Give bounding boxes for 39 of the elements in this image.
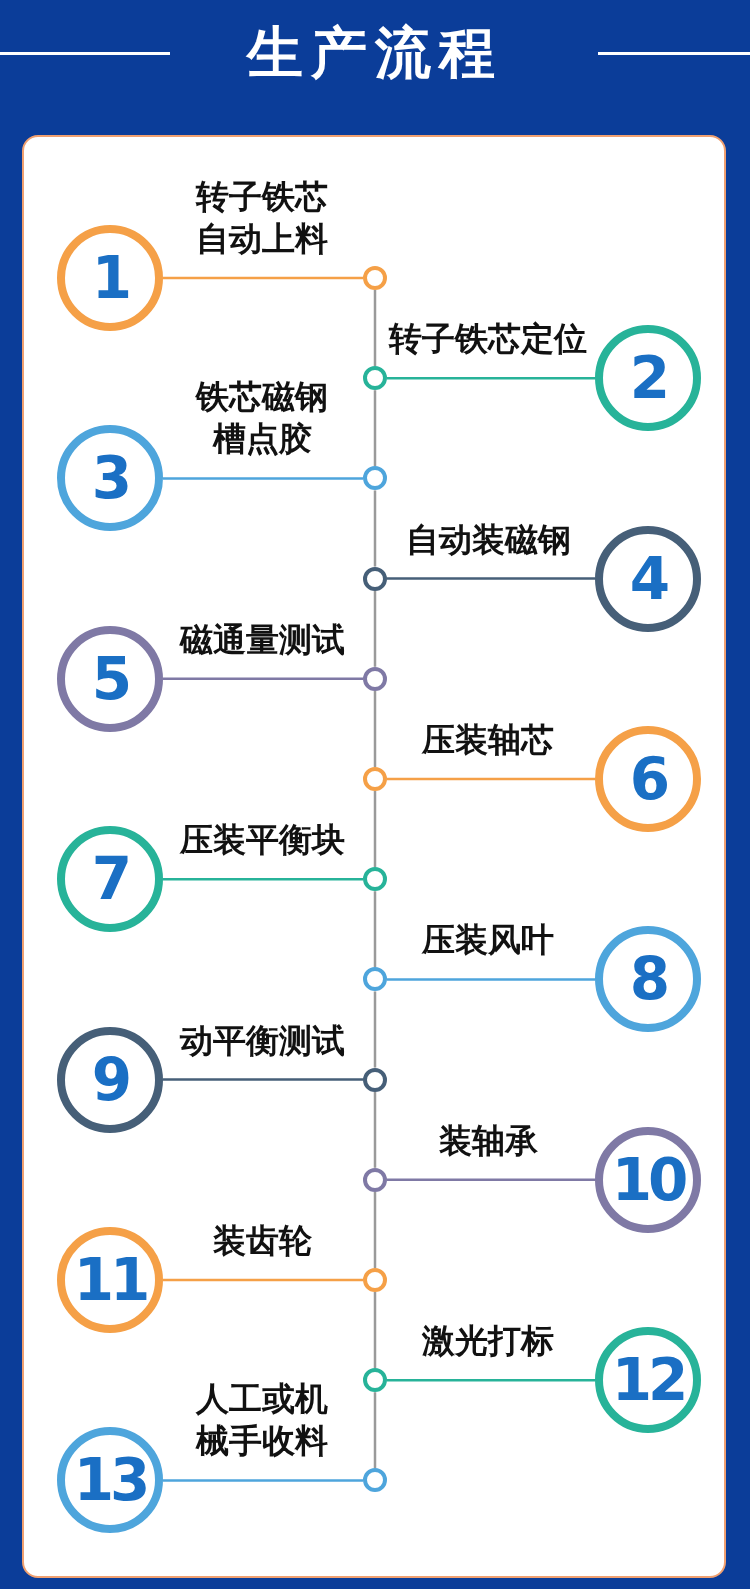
leader-line — [387, 376, 595, 380]
step-label: 压装轴芯 — [422, 719, 554, 761]
step-label: 动平衡测试 — [179, 1019, 345, 1062]
leader-line — [387, 978, 595, 981]
leader-line — [163, 877, 363, 881]
timeline-line — [373, 690, 377, 767]
leader-line — [387, 1378, 595, 1382]
leader-line — [163, 1278, 363, 1282]
timeline-line — [373, 991, 377, 1068]
timeline-line — [373, 590, 377, 667]
step-label: 磁通量测试 — [179, 618, 345, 661]
timeline-line — [373, 290, 377, 367]
leader-line — [163, 677, 363, 681]
step-label: 铁芯磁钢槽点胶 — [194, 376, 329, 461]
step-label: 压装平衡块 — [179, 819, 345, 862]
leader-line — [387, 577, 595, 580]
timeline-line — [373, 1292, 377, 1369]
timeline-line — [373, 390, 377, 467]
step-label: 装齿轮 — [212, 1220, 312, 1262]
step-label: 人工或机械手收料 — [194, 1378, 329, 1463]
leader-line — [163, 477, 363, 480]
step-label: 转子铁芯定位 — [389, 318, 587, 361]
step-label: 自动装磁钢 — [405, 518, 571, 561]
step-label: 压装风叶 — [422, 919, 554, 962]
timeline-line — [373, 1191, 377, 1268]
timeline-line — [373, 490, 377, 567]
page-title: 生产流程 — [247, 19, 503, 87]
leader-line — [163, 276, 363, 280]
leader-line — [387, 1178, 595, 1182]
timeline-line — [373, 1392, 377, 1469]
timeline-line — [373, 791, 377, 868]
leader-line — [163, 1479, 363, 1482]
step-label: 激光打标 — [422, 1320, 554, 1363]
leader-line — [387, 777, 595, 781]
leader-line — [163, 1078, 363, 1081]
timeline-line — [373, 1091, 377, 1168]
step-label: 装轴承 — [438, 1119, 538, 1162]
timeline-line — [373, 891, 377, 968]
step-label: 转子铁芯自动上料 — [194, 176, 329, 260]
